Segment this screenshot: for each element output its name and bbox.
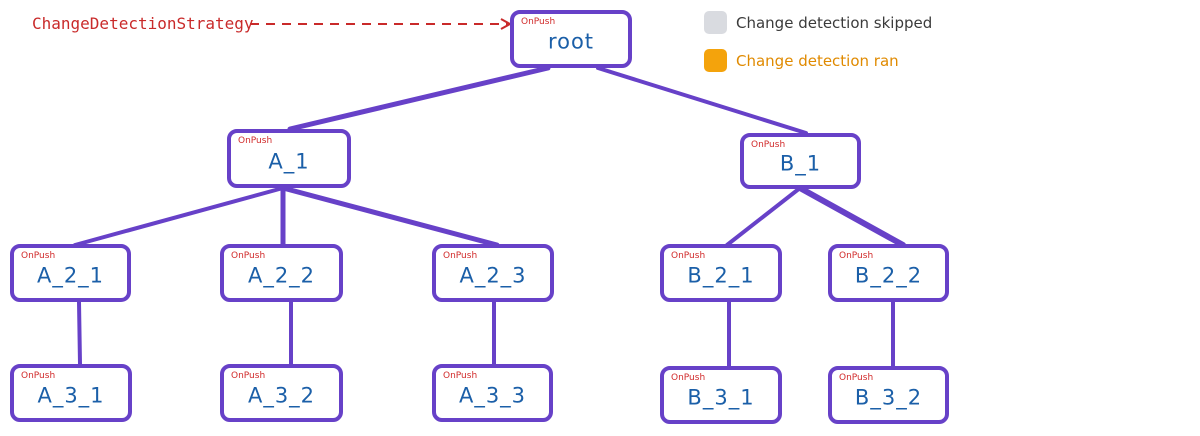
node-strategy: OnPush <box>839 373 874 383</box>
edge-root-a1 <box>287 65 551 132</box>
node-label: A_2_3 <box>459 263 527 288</box>
node-a32: OnPush A_3_2 <box>220 364 343 422</box>
node-strategy: OnPush <box>231 251 266 261</box>
legend-ran: Change detection ran <box>704 49 899 72</box>
node-root: OnPush root <box>510 10 632 68</box>
node-label: A_3_3 <box>458 383 527 408</box>
node-label: B_2_2 <box>854 263 923 288</box>
node-a23: OnPush A_2_3 <box>432 244 554 302</box>
node-strategy: OnPush <box>21 371 56 381</box>
node-strategy: OnPush <box>443 371 478 381</box>
node-a21: OnPush A_2_1 <box>10 244 131 302</box>
node-a1: OnPush A_1 <box>227 129 351 188</box>
node-strategy: OnPush <box>21 251 56 261</box>
node-label: A_2_1 <box>36 263 105 288</box>
node-b32: OnPush B_3_2 <box>828 366 949 424</box>
node-label: root <box>547 29 595 54</box>
node-label: A_3_2 <box>247 383 316 408</box>
node-a33: OnPush A_3_3 <box>432 364 553 422</box>
node-b21: OnPush B_2_1 <box>660 244 782 302</box>
node-strategy: OnPush <box>231 371 266 381</box>
node-b22: OnPush B_2_2 <box>828 244 949 302</box>
edge-root-b1 <box>596 66 808 135</box>
skipped-swatch <box>704 11 727 34</box>
node-strategy: OnPush <box>839 251 874 261</box>
node-strategy: OnPush <box>671 251 706 261</box>
node-label: A_2_2 <box>247 263 316 288</box>
node-strategy: OnPush <box>521 17 556 27</box>
node-label: B_2_1 <box>687 263 755 288</box>
edge-a21-a31 <box>77 300 82 366</box>
node-strategy: OnPush <box>443 251 478 261</box>
node-label: A_3_1 <box>37 383 105 408</box>
node-label: B_3_2 <box>854 385 923 410</box>
node-b1: OnPush B_1 <box>740 133 861 189</box>
node-a31: OnPush A_3_1 <box>10 364 132 422</box>
strategy-annotation: ChangeDetectionStrategy <box>32 14 254 33</box>
legend-skipped-label: Change detection skipped <box>736 13 933 32</box>
edge-b1-b21 <box>725 186 802 247</box>
node-label: A_1 <box>268 148 310 173</box>
legend-skipped: Change detection skipped <box>704 11 932 34</box>
node-strategy: OnPush <box>238 136 273 146</box>
node-b31: OnPush B_3_1 <box>660 366 782 424</box>
edge-a1-a23 <box>280 185 500 248</box>
node-strategy: OnPush <box>671 373 706 383</box>
node-label: B_3_1 <box>687 385 755 410</box>
legend-ran-label: Change detection ran <box>736 51 899 70</box>
node-strategy: OnPush <box>751 140 786 150</box>
edge-a1-a21 <box>73 186 285 247</box>
edge-b1-b22 <box>797 185 906 248</box>
ran-swatch <box>704 49 727 72</box>
node-label: B_1 <box>779 151 822 176</box>
node-a22: OnPush A_2_2 <box>220 244 343 302</box>
